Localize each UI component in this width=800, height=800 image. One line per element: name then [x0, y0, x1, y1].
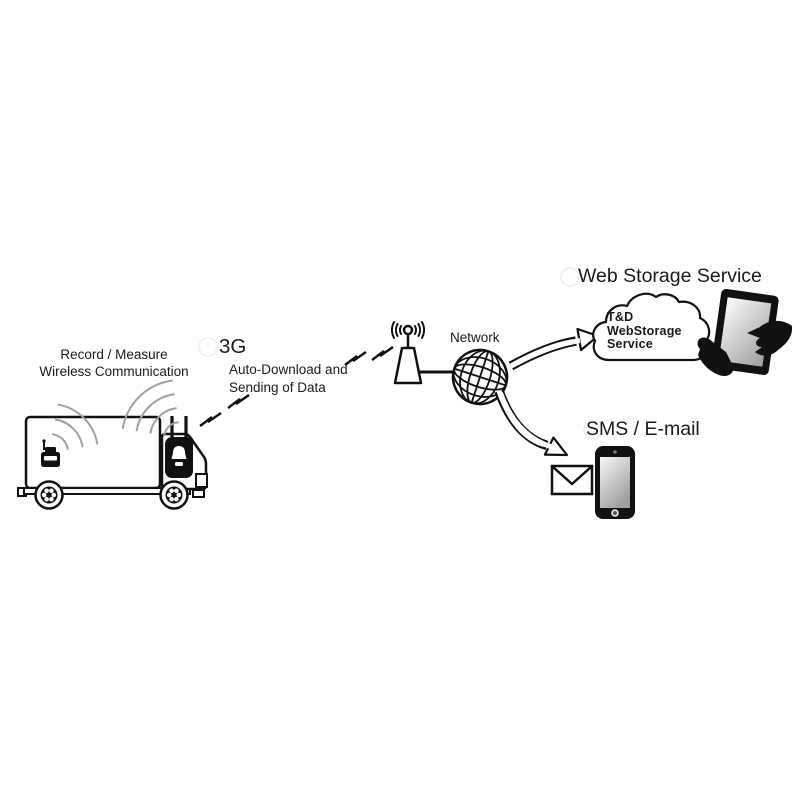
truck-caption-line1: Record / Measure [60, 347, 168, 362]
globe-icon [451, 348, 509, 406]
sms-email-label: SMS / E-mail [586, 418, 700, 440]
faint-circle-marks [198, 267, 603, 440]
link-caption-line2: Sending of Data [229, 379, 326, 395]
truck-caption-line2: Wireless Communication [39, 364, 189, 379]
cloud-icon [592, 292, 711, 362]
cloud-service-line1: T&D [607, 310, 634, 324]
link-caption-line1: Auto-Download and [229, 362, 348, 377]
network-label: Network [450, 330, 500, 345]
radio-waves-icon [390, 321, 426, 339]
arrow-to-cloud-icon [508, 327, 600, 371]
wireless-waves-icon [52, 379, 179, 450]
cloud-service-line2: WebStorage [607, 323, 682, 338]
truck-icon [17, 415, 208, 510]
data-logger-icon [41, 439, 60, 467]
signal-bolt-icon [199, 345, 394, 427]
wireless-router-icon [165, 416, 193, 478]
cloud-service-label: T&D WebStorage Service [607, 310, 682, 352]
tablet-icon [697, 289, 793, 376]
truck-caption: Record / Measure Wireless Communication [28, 346, 200, 380]
holding-hand-icon [697, 337, 734, 376]
cloud-service-line3: Service [607, 337, 653, 351]
smartphone-icon [595, 446, 635, 519]
link-title: 3G [219, 335, 247, 358]
wheel-icon [34, 480, 64, 510]
link-caption: Auto-Download and Sending of Data [229, 361, 348, 396]
wheel-icon [159, 480, 189, 510]
email-envelope-icon [550, 464, 594, 496]
arrow-to-sms-icon [494, 389, 569, 457]
pointing-hand-icon [747, 320, 793, 356]
antenna-tower-icon [390, 321, 456, 385]
web-storage-heading: Web Storage Service [578, 265, 762, 287]
